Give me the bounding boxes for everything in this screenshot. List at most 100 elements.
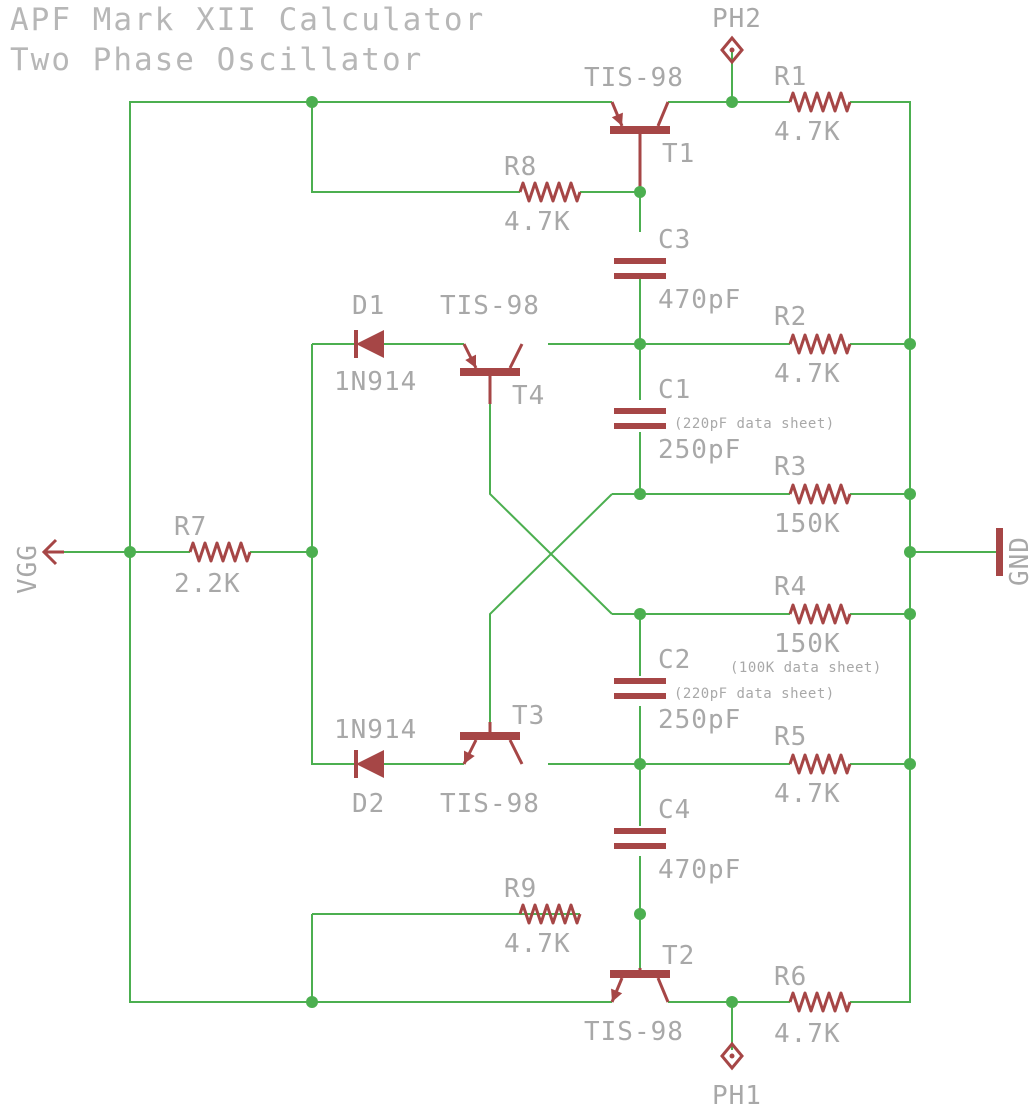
- wire: [489, 380, 613, 615]
- component-value: 4.7K: [504, 929, 571, 959]
- component-value: 4.7K: [774, 779, 841, 809]
- component-value: 1N914: [334, 367, 417, 397]
- resistor-zigzag: [788, 603, 852, 625]
- component-name: C3: [658, 225, 691, 255]
- component-name: R1: [774, 62, 807, 92]
- datasheet-note: (100K data sheet): [730, 660, 882, 676]
- junction: [904, 546, 916, 558]
- port-name: PH2: [712, 4, 762, 34]
- component-value: 1N914: [334, 715, 417, 745]
- junction: [306, 996, 318, 1008]
- junction: [634, 338, 646, 350]
- transistor-base-bar: [460, 368, 520, 376]
- component-name: T1: [662, 139, 695, 169]
- port-name: VGG: [13, 544, 43, 594]
- component-value: 2.2K: [174, 569, 241, 599]
- resistor-zigzag: [788, 753, 852, 775]
- emitter-arrow: [465, 354, 476, 368]
- wire: [489, 493, 613, 728]
- symbol-stroke: [508, 343, 524, 369]
- capacitor-plate: [614, 843, 666, 849]
- emitter-arrow: [611, 112, 623, 126]
- component-value: 150K: [774, 509, 841, 539]
- component-value: 4.7K: [774, 117, 841, 147]
- capacitor-c3: C3 470pF: [614, 225, 741, 315]
- resistor-r2: R2 4.7K: [774, 302, 852, 389]
- component-value: TIS-98: [440, 291, 540, 321]
- capacitor-plate: [614, 828, 666, 834]
- component-name: R2: [774, 302, 807, 332]
- resistor-zigzag: [788, 991, 852, 1013]
- component-name: R6: [774, 962, 807, 992]
- component-name: R8: [504, 152, 537, 182]
- resistor-r5: R5 4.7K: [774, 722, 852, 809]
- junction: [634, 908, 646, 920]
- component-value: 4.7K: [504, 207, 571, 237]
- symbol-stroke: [508, 739, 524, 765]
- emitter-arrow: [464, 750, 475, 764]
- transistor-base-bar: [460, 732, 520, 740]
- junctions: [124, 96, 916, 1008]
- port-name: GND: [1005, 536, 1032, 586]
- component-value: 150K: [774, 629, 841, 659]
- resistor-r7: R7 2.2K: [174, 512, 252, 599]
- component-name: D2: [352, 789, 385, 819]
- junction: [726, 996, 738, 1008]
- junction: [306, 96, 318, 108]
- component-name: R4: [774, 572, 807, 602]
- component-value: 4.7K: [774, 359, 841, 389]
- port-name: PH1: [712, 1081, 762, 1111]
- resistor-r4: R4 150K(100K data sheet): [730, 572, 882, 676]
- port-gnd: GND: [996, 528, 1032, 586]
- resistor-zigzag: [188, 541, 252, 563]
- diode-triangle: [356, 750, 384, 778]
- resistor-r9: R94.7K: [504, 874, 582, 959]
- junction: [904, 758, 916, 770]
- component-name: D1: [352, 291, 385, 321]
- port-pin: [729, 1053, 735, 1059]
- emitter-arrow: [611, 988, 623, 1002]
- resistor-zigzag: [518, 903, 582, 925]
- component-value: 470pF: [658, 285, 741, 315]
- resistor-r8: R8 4.7K: [504, 152, 582, 237]
- diode-triangle: [356, 330, 384, 358]
- ground-bar: [996, 528, 1003, 576]
- wire: [311, 102, 520, 193]
- port-ph1: PH1: [712, 1041, 762, 1111]
- component-name: R5: [774, 722, 807, 752]
- datasheet-note: (220pF data sheet): [674, 686, 835, 702]
- component-value: 470pF: [658, 855, 741, 885]
- resistor-zigzag: [518, 181, 582, 203]
- port-ph2: PH2: [712, 4, 762, 65]
- port-vgg: VGG: [13, 538, 64, 594]
- component-name: C4: [658, 795, 691, 825]
- junction: [634, 186, 646, 198]
- component-value: 250pF: [658, 705, 741, 735]
- junction: [634, 608, 646, 620]
- symbol-stroke: [656, 977, 670, 1003]
- component-name: R7: [174, 512, 207, 542]
- wire: [311, 344, 356, 765]
- resistor-r6: R6 4.7K: [774, 962, 852, 1049]
- component-value: 4.7K: [774, 1019, 841, 1049]
- component-value: TIS-98: [584, 63, 684, 93]
- resistor-zigzag: [788, 91, 852, 113]
- transistor-base-bar: [610, 126, 670, 134]
- junction: [124, 546, 136, 558]
- capacitor-plate: [614, 678, 666, 684]
- resistor-zigzag: [788, 483, 852, 505]
- resistor-zigzag: [788, 333, 852, 355]
- capacitor-plate: [614, 408, 666, 414]
- capacitor-c4: C4 470pF: [614, 795, 741, 885]
- title-line-2: Two Phase Oscillator: [10, 42, 424, 78]
- capacitor-plate: [614, 693, 666, 699]
- junction: [306, 546, 318, 558]
- resistor-r1: R1 4.7K: [774, 62, 852, 147]
- capacitor-plate: [614, 273, 666, 279]
